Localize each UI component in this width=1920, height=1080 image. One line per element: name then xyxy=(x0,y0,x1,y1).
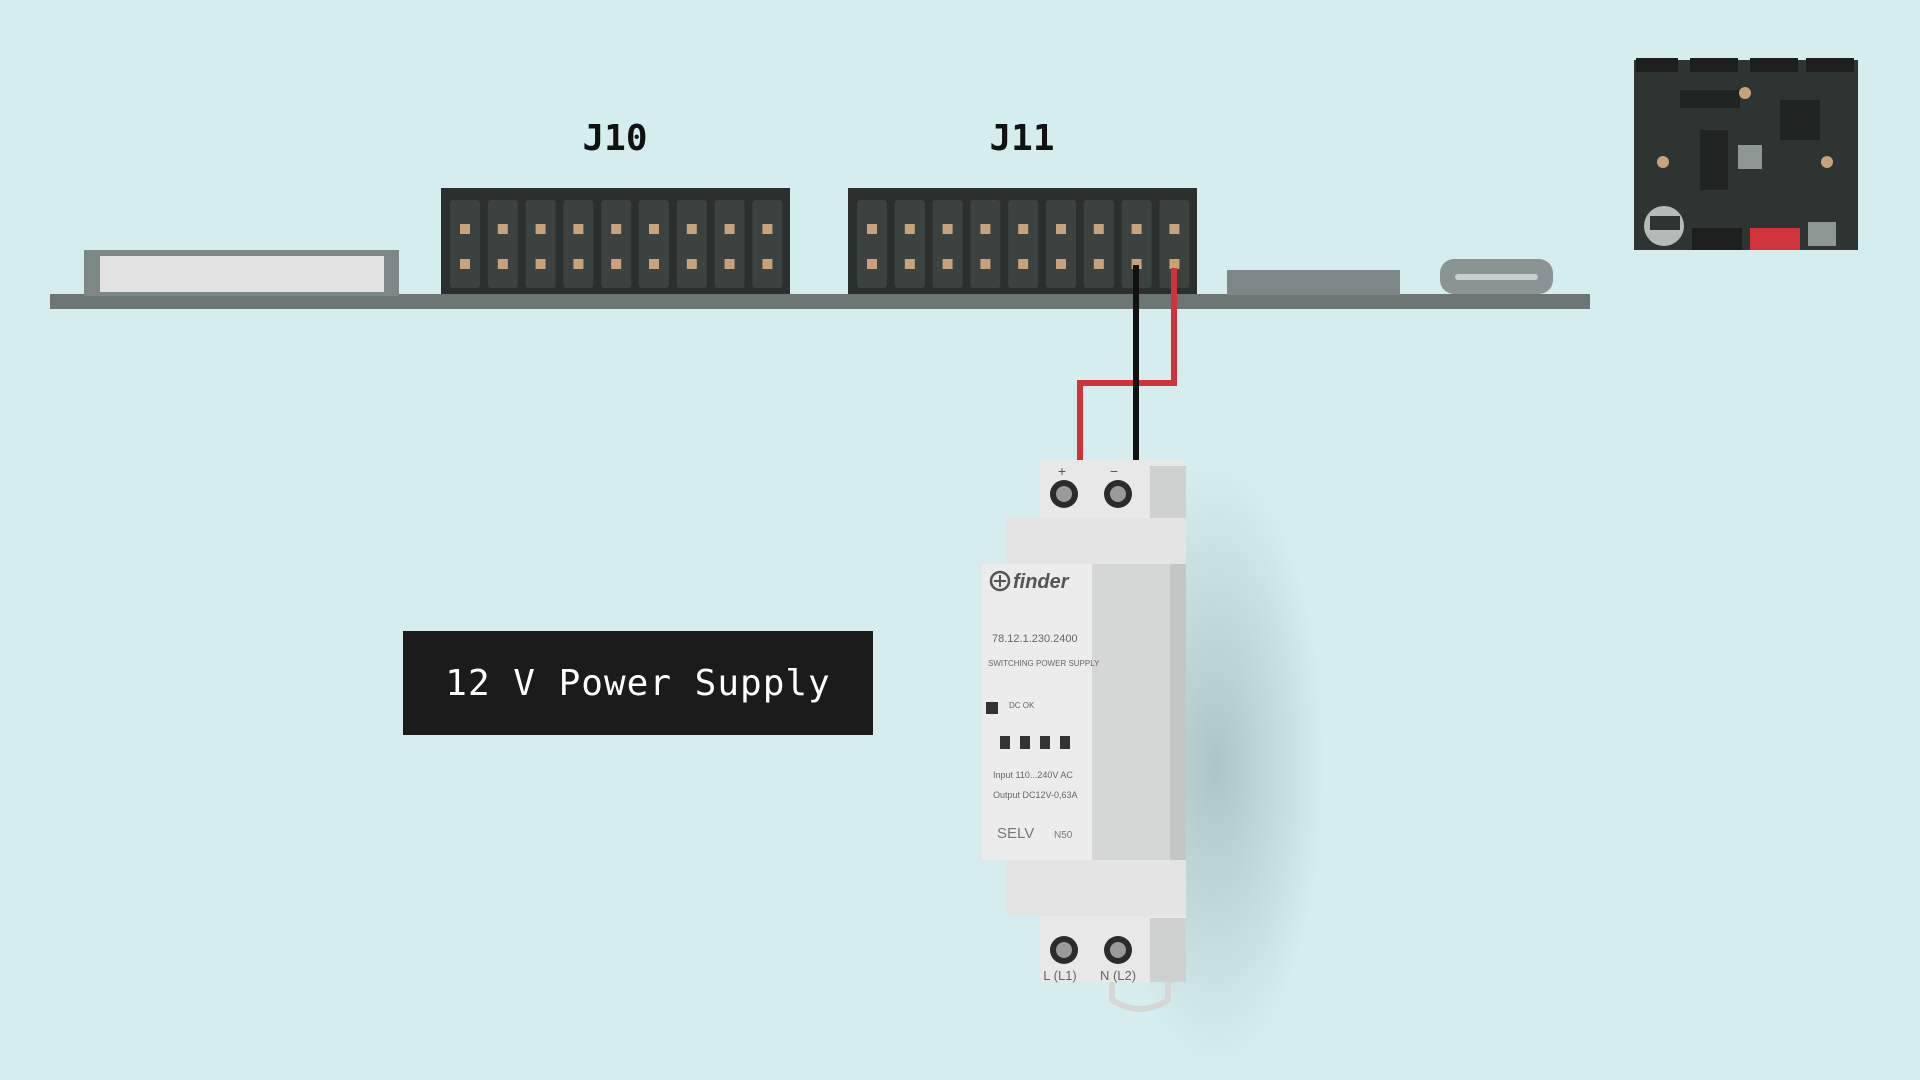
connector-pin xyxy=(1056,224,1066,234)
connector-pin xyxy=(762,259,773,269)
connector-pin xyxy=(497,259,508,269)
terminal-screw xyxy=(1104,936,1132,964)
j11-pins xyxy=(857,200,1190,288)
connector-pin-slot xyxy=(525,200,556,288)
connector-pin-slot xyxy=(1008,200,1039,288)
psu-code: N50 xyxy=(1054,830,1073,841)
connector-pin-slot xyxy=(1159,200,1190,288)
connector-pin xyxy=(649,224,659,234)
connector-pin-slot xyxy=(932,200,963,288)
connector-pin-slot xyxy=(676,200,707,288)
connector-pin-slot xyxy=(1121,200,1152,288)
psu-model: 78.12.1.230.2400 xyxy=(992,633,1078,645)
terminal-screw xyxy=(1050,936,1078,964)
connector-pin-slot xyxy=(894,200,925,288)
connector-pin xyxy=(762,224,773,234)
connector-pin xyxy=(867,259,877,269)
terminal-screw xyxy=(1050,480,1078,508)
connector-pin-slot xyxy=(857,200,887,288)
connector-pin-slot xyxy=(970,200,1001,288)
board-edge xyxy=(50,294,1590,309)
connector-pin xyxy=(497,224,508,234)
connector-pin xyxy=(724,259,735,269)
power-supply-module: + − L (L1) N (L2) finder 78.12.1.230.240… xyxy=(982,460,1325,1065)
connector-pin xyxy=(573,224,584,234)
terminal-plus-label: + xyxy=(1058,463,1066,479)
connector-pin xyxy=(611,259,622,269)
connector-j10 xyxy=(441,188,790,294)
connector-pin-slot xyxy=(639,200,669,288)
connector-pin xyxy=(867,224,877,234)
connector-pin xyxy=(1018,224,1029,234)
psu-output: Output DC12V-0,63A xyxy=(993,790,1078,800)
power-supply-caption: 12 V Power Supply xyxy=(403,631,873,735)
connector-pin xyxy=(460,259,470,269)
dc-ok-led xyxy=(986,702,998,714)
connector-pin xyxy=(980,259,991,269)
connector-j11 xyxy=(848,188,1197,294)
connector-pin xyxy=(649,259,659,269)
wire-positive xyxy=(1077,268,1177,460)
connector-pin xyxy=(724,224,735,234)
connector-pin xyxy=(1056,259,1066,269)
connector-pin xyxy=(1169,259,1180,269)
connector-pin xyxy=(942,259,953,269)
connector-pin xyxy=(535,224,546,234)
psu-status: DC OK xyxy=(1009,701,1035,710)
psu-selv: SELV xyxy=(997,825,1034,842)
terminal-minus-label: − xyxy=(1110,463,1118,479)
connector-pin-slot xyxy=(487,200,518,288)
connector-pin xyxy=(942,224,953,234)
connector-pin-slot xyxy=(1046,200,1076,288)
connector-pin xyxy=(904,224,915,234)
board-component-flat xyxy=(1227,270,1400,295)
connector-pin xyxy=(535,259,546,269)
connector-pin xyxy=(1093,224,1104,234)
connector-pin-slot xyxy=(450,200,480,288)
connector-pin xyxy=(1093,259,1104,269)
terminal-screw xyxy=(1104,480,1132,508)
power-supply-caption-text: 12 V Power Supply xyxy=(445,662,831,704)
board-thumbnail-image xyxy=(1634,58,1858,250)
psu-input: Input 110...240V AC xyxy=(993,770,1073,780)
connector-pin xyxy=(1131,224,1142,234)
psu-indicator-slots xyxy=(1000,736,1070,749)
connector-pin xyxy=(1169,224,1180,234)
j11-label: J11 xyxy=(989,118,1055,159)
connector-pin-slot xyxy=(601,200,632,288)
connector-pin xyxy=(1018,259,1029,269)
terminal-n-label: N (L2) xyxy=(1100,968,1136,983)
psu-brand: finder xyxy=(1013,571,1070,593)
connector-pin xyxy=(1131,259,1142,269)
j10-label: J10 xyxy=(582,118,648,159)
connector-pin xyxy=(686,224,697,234)
connector-pin-slot xyxy=(752,200,783,288)
finder-logo-icon xyxy=(989,570,1011,592)
terminal-l-label: L (L1) xyxy=(1043,968,1076,983)
j10-pins xyxy=(450,200,783,288)
connector-pin xyxy=(611,224,622,234)
psu-type: SWITCHING POWER SUPPLY xyxy=(988,659,1100,668)
connector-pin xyxy=(460,224,470,234)
connector-pin xyxy=(686,259,697,269)
connector-pin-slot xyxy=(1083,200,1114,288)
board-component-left xyxy=(84,250,399,296)
connector-pin xyxy=(904,259,915,269)
usb-c-port xyxy=(1440,259,1553,294)
connector-pin-slot xyxy=(563,200,594,288)
connector-pin xyxy=(980,224,991,234)
connector-pin xyxy=(573,259,584,269)
connector-pin-slot xyxy=(714,200,745,288)
